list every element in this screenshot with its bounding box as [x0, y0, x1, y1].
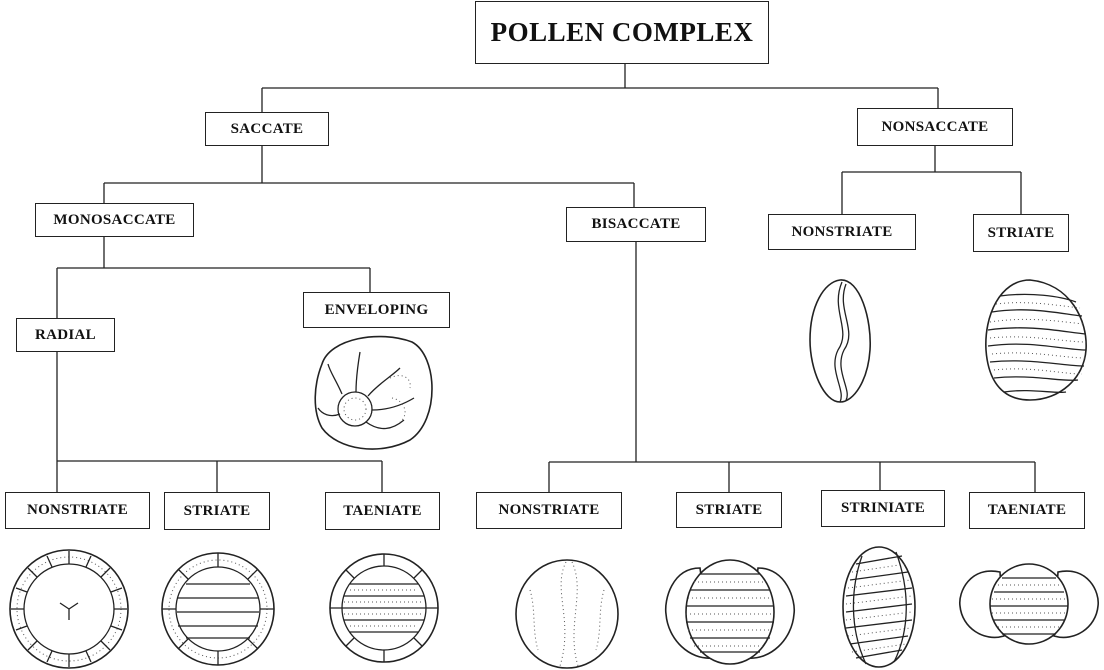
radial-taeniate-pollen-illustration: [329, 553, 439, 663]
node-radial-striate: STRIATE: [164, 492, 270, 530]
node-bisaccate-taeniate: TAENIATE: [969, 492, 1085, 529]
node-saccate: SACCATE: [205, 112, 329, 146]
bisaccate-nonstriate-pollen-illustration: [515, 559, 619, 669]
nonsaccate-nonstriate-pollen-illustration: [809, 279, 871, 403]
node-bisaccate: BISACCATE: [566, 207, 706, 242]
node-radial: RADIAL: [16, 318, 115, 352]
node-nonsaccate: NONSACCATE: [857, 108, 1013, 146]
node-bisaccate-striniate: STRINIATE: [821, 490, 945, 527]
node-nonsaccate-nonstriate: NONSTRIATE: [768, 214, 916, 250]
node-bisaccate-striate: STRIATE: [676, 492, 782, 528]
bisaccate-taeniate-pollen-illustration: [959, 563, 1099, 645]
node-nonsaccate-striate: STRIATE: [973, 214, 1069, 252]
radial-nonstriate-pollen-illustration: [9, 549, 129, 669]
radial-striate-pollen-illustration: [161, 552, 275, 666]
nonsaccate-striate-pollen-illustration: [985, 279, 1087, 401]
node-bisaccate-nonstriate: NONSTRIATE: [476, 492, 622, 529]
bisaccate-striate-pollen-illustration: [664, 559, 796, 665]
node-radial-taeniate: TAENIATE: [325, 492, 440, 530]
node-monosaccate: MONOSACCATE: [35, 203, 194, 237]
bisaccate-striniate-pollen-illustration: [842, 546, 916, 668]
enveloping-pollen-illustration: [314, 335, 433, 450]
node-radial-nonstriate: NONSTRIATE: [5, 492, 150, 529]
node-enveloping: ENVELOPING: [303, 292, 450, 328]
title-node: POLLEN COMPLEX: [475, 1, 769, 64]
